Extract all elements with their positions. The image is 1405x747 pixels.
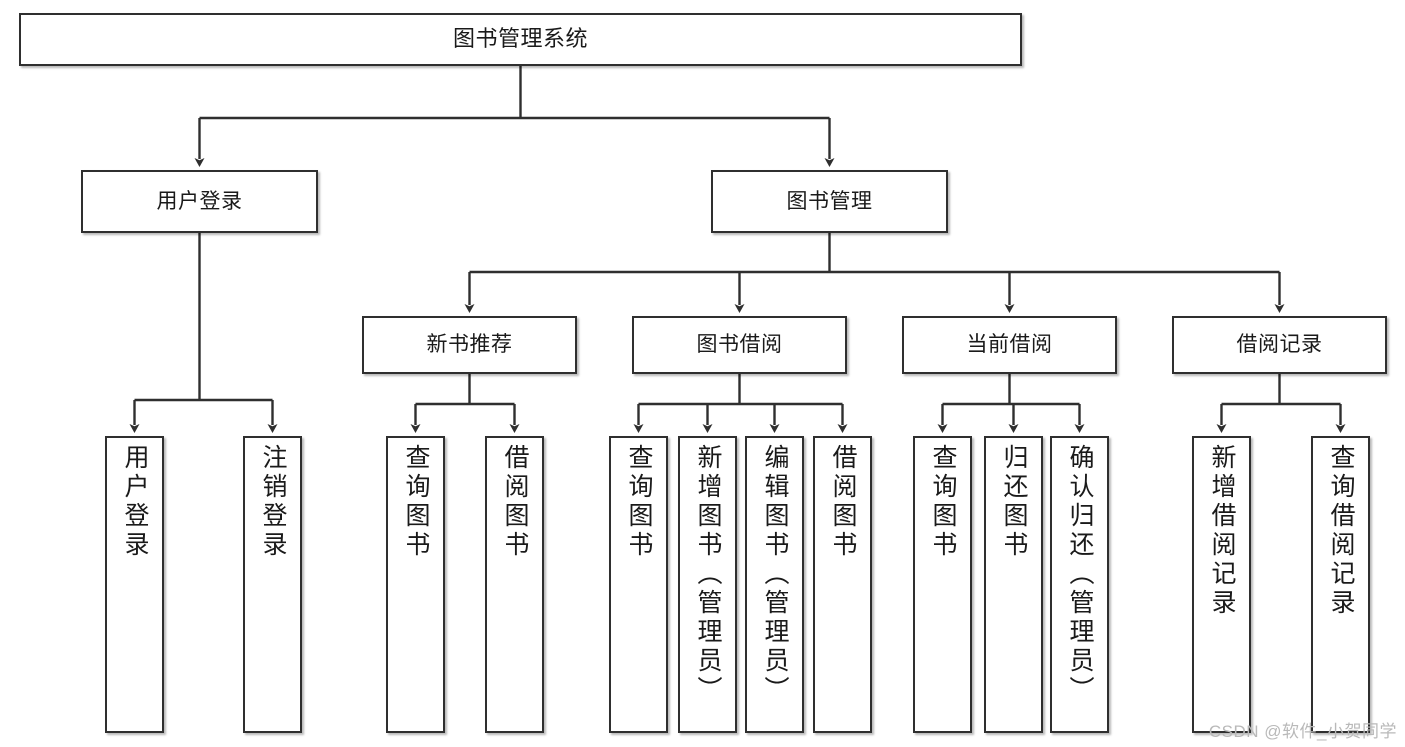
node-l-bo-add[interactable]: 新增图书（管理员） <box>678 436 737 733</box>
node-l-re-query[interactable]: 查询借阅记录 <box>1311 436 1370 733</box>
node-label: 借阅记录 <box>1236 333 1323 357</box>
node-l-re-add[interactable]: 新增借阅记录 <box>1192 436 1251 733</box>
node-l-logout[interactable]: 注销登录 <box>243 436 302 733</box>
node-login[interactable]: 用户登录 <box>81 170 318 233</box>
node-l-login[interactable]: 用户登录 <box>105 436 164 733</box>
node-records[interactable]: 借阅记录 <box>1172 316 1387 374</box>
node-label: 图书借阅 <box>696 333 783 357</box>
watermark-label: CSDN @软件_小贺同学 <box>1208 722 1397 741</box>
node-label: 归还图书 <box>1000 444 1028 560</box>
node-label: 查询图书 <box>625 444 653 560</box>
node-root[interactable]: 图书管理系统 <box>19 13 1022 66</box>
node-l-bo-edit[interactable]: 编辑图书（管理员） <box>745 436 804 733</box>
node-l-cu-conf[interactable]: 确认归还（管理员） <box>1050 436 1109 733</box>
node-label: 编辑图书（管理员） <box>761 444 789 705</box>
node-bookmgmt[interactable]: 图书管理 <box>711 170 948 233</box>
node-l-cu-return[interactable]: 归还图书 <box>984 436 1043 733</box>
node-label: 新增图书（管理员） <box>694 444 722 705</box>
node-current[interactable]: 当前借阅 <box>902 316 1117 374</box>
node-l-bo-borrow[interactable]: 借阅图书 <box>813 436 872 733</box>
node-label: 图书管理 <box>786 189 873 213</box>
node-borrow[interactable]: 图书借阅 <box>632 316 847 374</box>
node-l-bo-query[interactable]: 查询图书 <box>609 436 668 733</box>
node-label: 用户登录 <box>121 444 149 560</box>
node-label: 借阅图书 <box>501 444 529 560</box>
node-label: 借阅图书 <box>829 444 857 560</box>
node-label: 确认归还（管理员） <box>1066 444 1094 705</box>
node-label: 查询图书 <box>402 444 430 560</box>
node-l-cu-query[interactable]: 查询图书 <box>913 436 972 733</box>
node-l-nb-query[interactable]: 查询图书 <box>386 436 445 733</box>
node-label: 查询借阅记录 <box>1327 444 1355 618</box>
node-label: 图书管理系统 <box>452 26 588 52</box>
node-label: 用户登录 <box>156 189 243 213</box>
node-label: 当前借阅 <box>966 333 1053 357</box>
node-label: 新书推荐 <box>426 333 513 357</box>
node-label: 注销登录 <box>259 444 287 560</box>
node-l-nb-borrow[interactable]: 借阅图书 <box>485 436 544 733</box>
node-label: 新增借阅记录 <box>1208 444 1236 618</box>
node-newbooks[interactable]: 新书推荐 <box>362 316 577 374</box>
node-label: 查询图书 <box>929 444 957 560</box>
